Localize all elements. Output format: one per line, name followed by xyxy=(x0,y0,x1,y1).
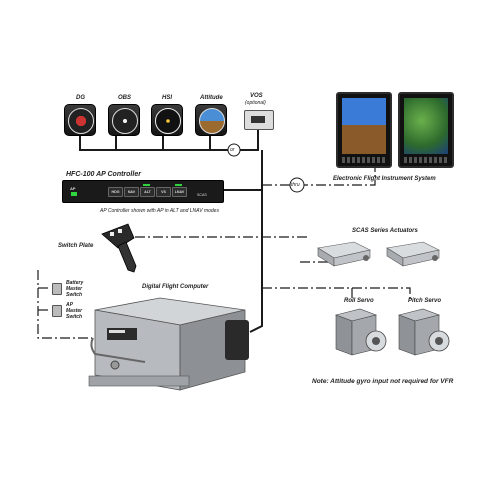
switches-link-line xyxy=(37,270,92,339)
pitch-servo-label: Pitch Servo xyxy=(408,298,442,304)
vs-button[interactable]: VS xyxy=(156,187,171,197)
dg-gauge xyxy=(64,104,96,136)
vos-device xyxy=(244,110,274,130)
vos-note: (optional) xyxy=(245,100,266,106)
scas-label: SCAS Series Actuators xyxy=(352,228,418,234)
obs-icon xyxy=(112,108,138,134)
alt-mode-light xyxy=(143,184,150,186)
mfd-map-icon xyxy=(404,98,448,154)
efis-pfd xyxy=(336,92,392,168)
pitch-servo-device xyxy=(397,308,450,356)
nav-button[interactable]: NAV xyxy=(124,187,139,197)
obs-label: OBS xyxy=(118,95,132,101)
mfd-buttons-icon xyxy=(404,157,448,163)
attitude-gauge xyxy=(195,104,227,136)
dg-icon xyxy=(68,108,94,134)
roll-servo-label: Roll Servo xyxy=(344,298,374,304)
switch-plate-label: Switch Plate xyxy=(58,243,94,249)
vos-display-icon xyxy=(251,116,265,123)
scas-actuator-1 xyxy=(317,241,371,267)
battery-switch-icon[interactable] xyxy=(52,283,62,295)
dg-label: DG xyxy=(76,95,85,101)
hfc-title: HFC-100 AP Controller xyxy=(66,171,141,178)
lnav-mode-light xyxy=(175,184,182,186)
thru-connector-label: thru xyxy=(291,182,300,188)
ap-indicator-label: AP xyxy=(70,186,76,191)
lnav-button[interactable]: LNAV xyxy=(172,187,187,197)
vfr-note: Note: Attitude gyro input not required f… xyxy=(312,378,454,385)
efis-link-line xyxy=(262,165,376,186)
hsi-label: HSI xyxy=(162,95,173,101)
or-connector-label: or xyxy=(230,147,235,153)
hfc-caption: AP Controller shown with AP in ALT and L… xyxy=(100,208,219,214)
attitude-icon xyxy=(199,108,225,134)
battery-switch-label: Battery Master Switch xyxy=(66,280,84,298)
roll-servo-device xyxy=(334,308,387,356)
pfd-buttons-icon xyxy=(342,157,386,163)
attitude-label: Attitude xyxy=(200,95,223,101)
dfc-label: Digital Flight Computer xyxy=(142,284,209,290)
servo-link-line xyxy=(262,287,411,300)
obs-gauge xyxy=(108,104,140,136)
hdg-button[interactable]: HDG xyxy=(108,187,123,197)
hfc-controller: AP HDG NAV ALT VS LNAV SCAS xyxy=(62,180,224,203)
ap-switch-label: AP Master Switch xyxy=(66,302,83,320)
dfc-device xyxy=(88,297,249,391)
alt-button[interactable]: ALT xyxy=(140,187,155,197)
or-connector xyxy=(227,143,241,157)
ap-indicator-light xyxy=(71,192,77,196)
switch-plate-device xyxy=(101,223,137,273)
hsi-gauge xyxy=(151,104,183,136)
gauge-bus-line xyxy=(79,136,235,151)
scas-right-label: SCAS xyxy=(197,193,207,197)
ap-switch-icon[interactable] xyxy=(52,305,62,317)
thru-connector xyxy=(289,177,305,193)
efis-mfd xyxy=(398,92,454,168)
pfd-screen-icon xyxy=(342,98,386,154)
main-trunk-line xyxy=(249,150,263,333)
vos-label: VOS xyxy=(250,93,263,99)
hsi-icon xyxy=(155,108,181,134)
efis-title: Electronic Flight Instrument System xyxy=(333,176,436,182)
scas-actuator-2 xyxy=(386,241,440,267)
vos-drop-line xyxy=(240,128,259,151)
